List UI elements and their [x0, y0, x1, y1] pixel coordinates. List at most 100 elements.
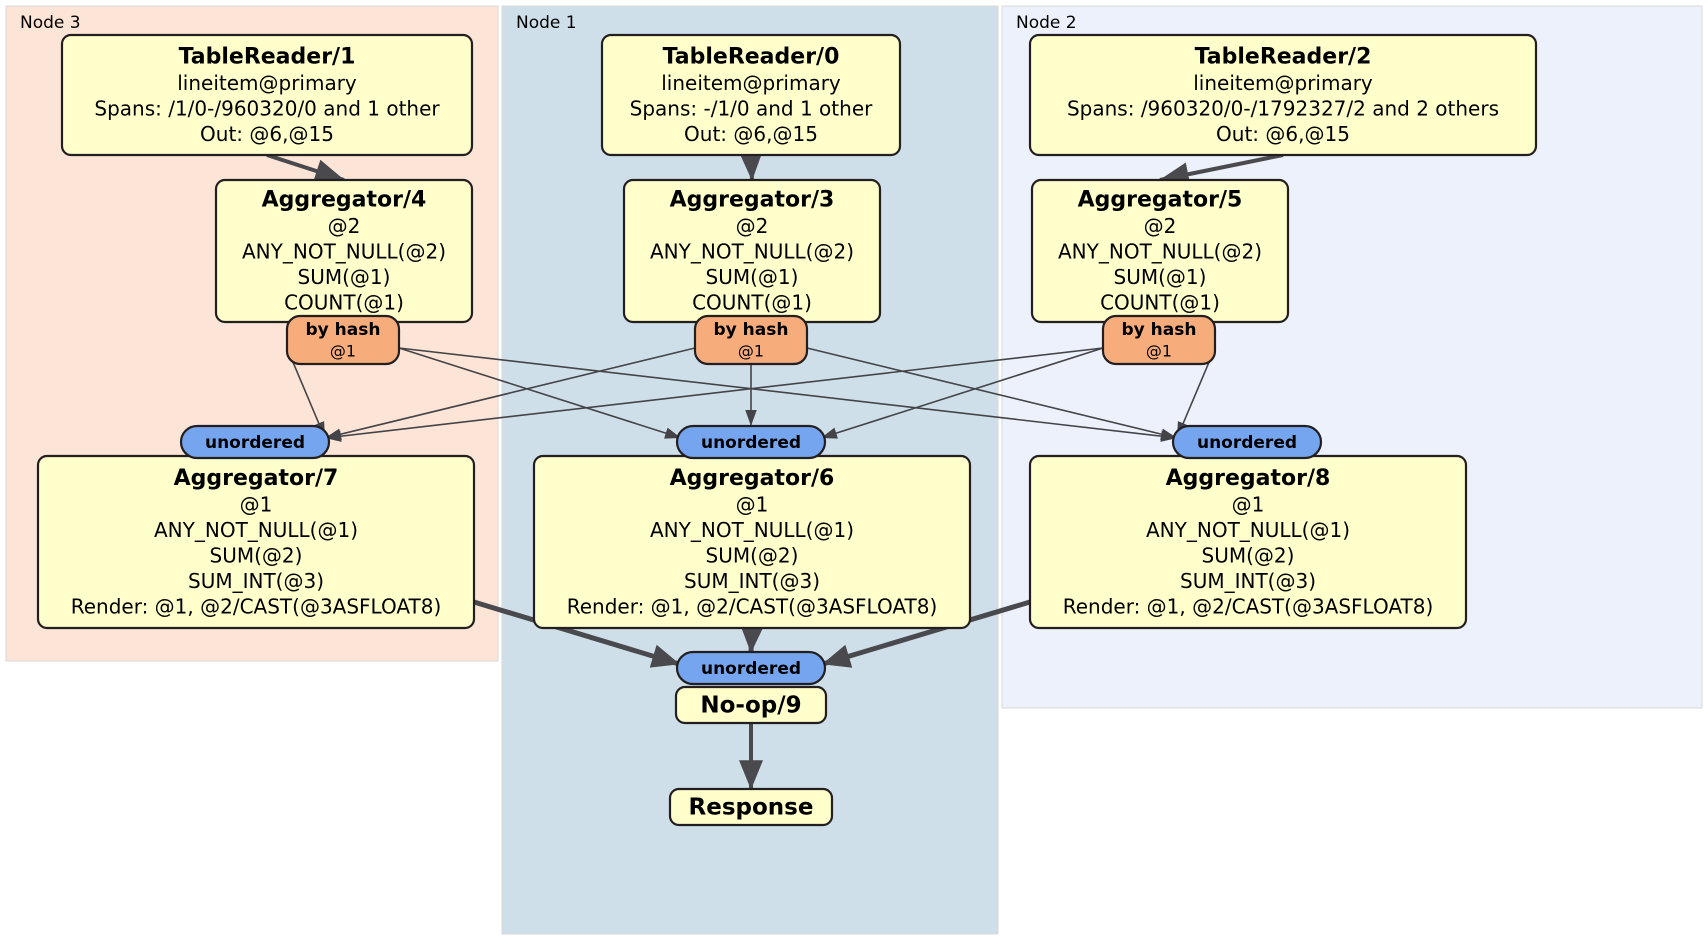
processor-detail-line: Render: @1, @2/CAST(@3ASFLOAT8) — [1063, 594, 1434, 618]
cluster-label: Node 2 — [1016, 13, 1077, 33]
processor-detail-line: Spans: /1/0-/960320/0 and 1 other — [94, 96, 440, 120]
processor-detail-line: @2 — [1144, 214, 1177, 238]
processor-detail-line: COUNT(@1) — [692, 291, 812, 315]
router-hash3[interactable]: by hash @1 — [693, 314, 809, 366]
router-label: unordered — [1197, 433, 1297, 453]
processor-detail-line: Out: @6,@15 — [200, 122, 334, 146]
processor-noop9[interactable]: No-op/9 — [674, 685, 828, 725]
processor-detail-line: ANY_NOT_NULL(@2) — [650, 240, 854, 264]
processor-title: TableReader/0 — [663, 44, 840, 69]
router-label: unordered — [205, 433, 305, 453]
processor-box[interactable] — [60, 33, 474, 157]
processor-box[interactable] — [600, 33, 902, 157]
processor-detail-line: Spans: /960320/0-/1792327/2 and 2 others — [1067, 96, 1499, 120]
router-sublabel: @1 — [1146, 342, 1172, 361]
processor-box[interactable] — [674, 685, 828, 725]
processor-response[interactable]: Response — [668, 787, 834, 827]
router-label: unordered — [701, 659, 801, 679]
processor-detail-line: SUM(@1) — [706, 265, 799, 289]
processor-title: TableReader/2 — [1195, 44, 1372, 69]
processor-box[interactable] — [668, 787, 834, 827]
processor-title: Response — [689, 795, 814, 821]
processor-detail-line: SUM(@1) — [298, 265, 391, 289]
router-hash5[interactable]: by hash @1 — [1101, 314, 1217, 366]
processor-aggregator3[interactable]: Aggregator/3@2ANY_NOT_NULL(@2)SUM(@1)COU… — [622, 178, 882, 324]
processor-aggregator5[interactable]: Aggregator/5@2ANY_NOT_NULL(@2)SUM(@1)COU… — [1030, 178, 1290, 324]
cluster-label: Node 1 — [516, 13, 577, 33]
processor-detail-line: SUM(@2) — [210, 543, 303, 567]
processor-title: Aggregator/3 — [670, 188, 835, 213]
processor-detail-line: COUNT(@1) — [284, 291, 404, 315]
processor-detail-line: SUM_INT(@3) — [188, 569, 324, 593]
router-label: by hash — [714, 320, 789, 340]
router-sublabel: @1 — [738, 342, 764, 361]
processor-detail-line: @1 — [1232, 492, 1265, 516]
router-unordered9[interactable]: unordered — [675, 650, 827, 686]
processor-detail-line: lineitem@primary — [1193, 71, 1373, 95]
router-hash4[interactable]: by hash@1 — [285, 314, 401, 366]
unordered-router-shape[interactable] — [179, 424, 331, 460]
edge-tablereader2-to-aggregator5 — [1159, 153, 1284, 187]
processor-aggregator4[interactable]: Aggregator/4@2ANY_NOT_NULL(@2)SUM(@1)COU… — [214, 178, 474, 324]
processor-detail-line: @1 — [240, 492, 273, 516]
processor-detail-line: ANY_NOT_NULL(@1) — [650, 518, 854, 542]
unordered-router-shape[interactable] — [1171, 424, 1323, 460]
processor-detail-line: lineitem@primary — [661, 71, 841, 95]
edge-hash4-to-unordered8 — [398, 347, 1178, 442]
processor-detail-line: lineitem@primary — [177, 71, 357, 95]
processor-detail-line: ANY_NOT_NULL(@1) — [1146, 518, 1350, 542]
cluster-label: Node 3 — [20, 13, 81, 33]
processor-aggregator7[interactable]: Aggregator/7@1ANY_NOT_NULL(@1)SUM(@2)SUM… — [36, 454, 476, 630]
processor-detail-line: SUM_INT(@3) — [1180, 569, 1316, 593]
processor-aggregator6[interactable]: Aggregator/6@1ANY_NOT_NULL(@1)SUM(@2)SUM… — [532, 454, 972, 630]
processor-box[interactable] — [1028, 33, 1538, 157]
processor-title: Aggregator/5 — [1078, 188, 1243, 213]
edge-aggregator6-to-unordered9 — [740, 624, 765, 653]
router-unordered7[interactable]: unordered — [179, 424, 331, 460]
hash-router-shape[interactable] — [1101, 314, 1217, 366]
edges-layer — [266, 150, 1284, 790]
processor-detail-line: @2 — [736, 214, 769, 238]
processor-detail-line: SUM(@2) — [706, 543, 799, 567]
processor-detail-line: @1 — [736, 492, 769, 516]
hash-router-shape[interactable] — [285, 314, 401, 366]
processor-title: Aggregator/7 — [174, 466, 339, 491]
processor-detail-line: Spans: -/1/0 and 1 other — [630, 96, 873, 120]
router-unordered6[interactable]: unordered — [675, 424, 827, 460]
processor-detail-line: @2 — [328, 214, 361, 238]
processor-detail-line: ANY_NOT_NULL(@2) — [242, 240, 446, 264]
router-label: by hash — [306, 320, 381, 340]
edge-hash3-to-unordered7 — [324, 347, 696, 440]
edge-aggregator7-to-unordered9 — [473, 599, 680, 668]
router-label: unordered — [701, 433, 801, 453]
edge-hash3-to-unordered8 — [806, 347, 1178, 440]
unordered-router-shape[interactable] — [675, 424, 827, 460]
processor-title: No-op/9 — [700, 693, 801, 719]
processor-detail-line: Render: @1, @2/CAST(@3ASFLOAT8) — [567, 594, 938, 618]
processor-detail-line: COUNT(@1) — [1100, 291, 1220, 315]
processor-detail-line: Render: @1, @2/CAST(@3ASFLOAT8) — [71, 594, 442, 618]
router-unordered8[interactable]: unordered — [1171, 424, 1323, 460]
edge-aggregator8-to-unordered9 — [822, 599, 1031, 668]
processor-detail-line: SUM(@1) — [1114, 265, 1207, 289]
processor-detail-line: ANY_NOT_NULL(@2) — [1058, 240, 1262, 264]
processor-detail-line: SUM_INT(@3) — [684, 569, 820, 593]
processor-title: Aggregator/4 — [262, 188, 427, 213]
edge-hash5-to-unordered7 — [324, 347, 1104, 442]
processor-detail-line: ANY_NOT_NULL(@1) — [154, 518, 358, 542]
hash-router-shape[interactable] — [693, 314, 809, 366]
unordered-router-shape[interactable] — [675, 650, 827, 686]
processor-title: Aggregator/8 — [1166, 466, 1331, 491]
routers-layer: by hash @1 by hash @1 by hash @1 unordered unor… — [179, 314, 1323, 686]
processor-detail-line: Out: @6,@15 — [684, 122, 818, 146]
processor-aggregator8[interactable]: Aggregator/8@1ANY_NOT_NULL(@1)SUM(@2)SUM… — [1028, 454, 1468, 630]
edge-tablereader0-to-aggregator3 — [738, 150, 763, 181]
edge-tablereader1-to-aggregator4 — [266, 153, 345, 183]
edge-hash5-to-unordered6 — [820, 347, 1104, 439]
router-label: by hash — [1122, 320, 1197, 340]
edge-hash4-to-unordered6 — [398, 347, 682, 439]
